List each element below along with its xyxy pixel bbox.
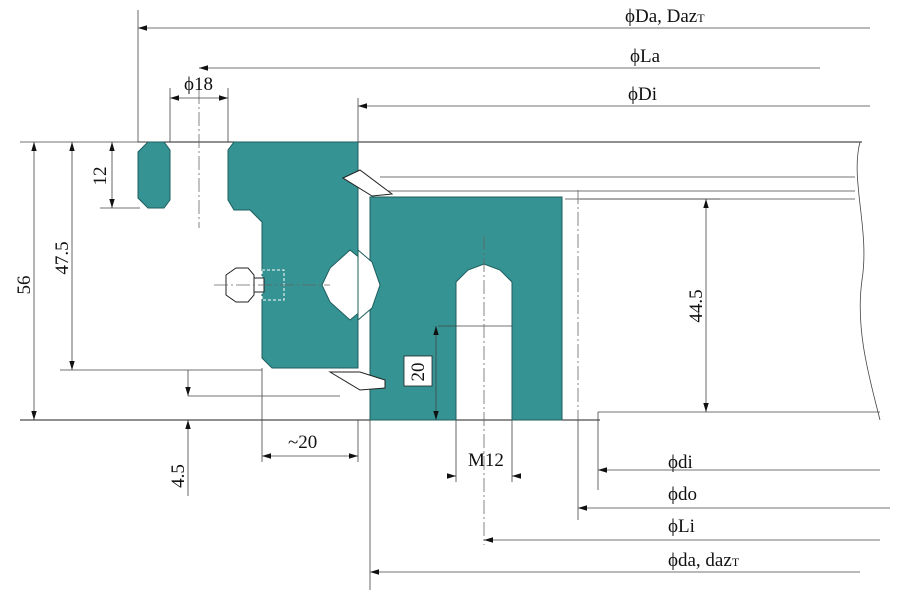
threaded-hole-outline xyxy=(198,90,579,545)
seals xyxy=(328,169,394,391)
label-da: ϕda, dazT xyxy=(668,550,740,571)
reference-lines xyxy=(20,141,881,421)
inner-ring xyxy=(357,196,563,421)
label-Li: ϕLi xyxy=(668,516,695,537)
left-dimensions xyxy=(20,141,191,496)
label-20: 20 xyxy=(408,363,429,382)
outer-ring xyxy=(137,141,381,369)
label-56: 56 xyxy=(14,276,35,295)
label-La: ϕLa xyxy=(630,46,661,67)
label-44-5: 44.5 xyxy=(686,289,707,322)
dim-20-vertical xyxy=(403,326,439,420)
label-di: ϕdi xyxy=(668,452,693,473)
label-12: 12 xyxy=(90,167,111,186)
label-Da: ϕDa, DazT xyxy=(625,6,705,27)
label-Di: ϕDi xyxy=(628,84,657,105)
grease-nipple xyxy=(214,267,330,303)
bottom-dimensions xyxy=(261,368,890,590)
label-47-5: 47.5 xyxy=(52,241,73,274)
label-4-5: 4.5 xyxy=(168,464,189,488)
label-bolt-hole: ϕ18 xyxy=(184,74,213,95)
label-M12: M12 xyxy=(468,450,504,471)
top-dimensions xyxy=(137,10,870,142)
label-approx-20: ~20 xyxy=(288,432,317,453)
label-do: ϕdo xyxy=(668,484,697,505)
